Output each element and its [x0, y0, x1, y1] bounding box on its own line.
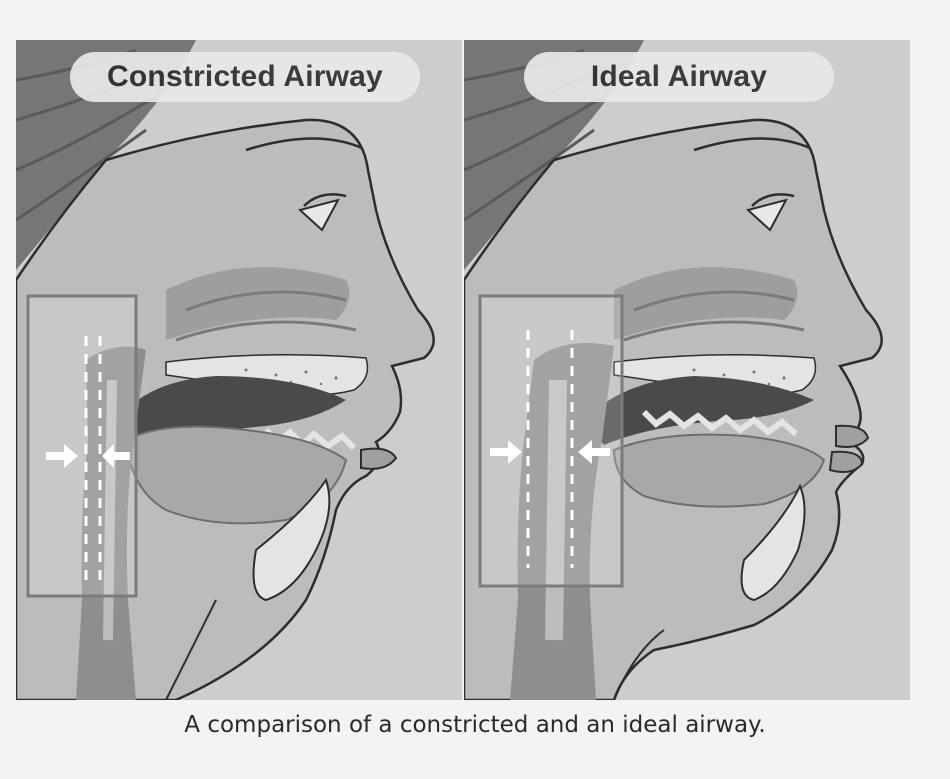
- panel-constricted-airway: Constricted Airway: [16, 40, 462, 700]
- zoom-box: [28, 296, 136, 596]
- zoom-box: [480, 296, 622, 586]
- panel-title-constricted: Constricted Airway: [70, 52, 420, 102]
- panel-ideal-airway: Ideal Airway: [464, 40, 910, 700]
- airway-comparison-figure: Constricted Airway: [16, 40, 912, 700]
- figure-caption: A comparison of a constricted and an ide…: [0, 712, 950, 738]
- ideal-airway-illustration: [464, 40, 910, 700]
- constricted-airway-illustration: [16, 40, 462, 700]
- panel-title-ideal: Ideal Airway: [524, 52, 834, 102]
